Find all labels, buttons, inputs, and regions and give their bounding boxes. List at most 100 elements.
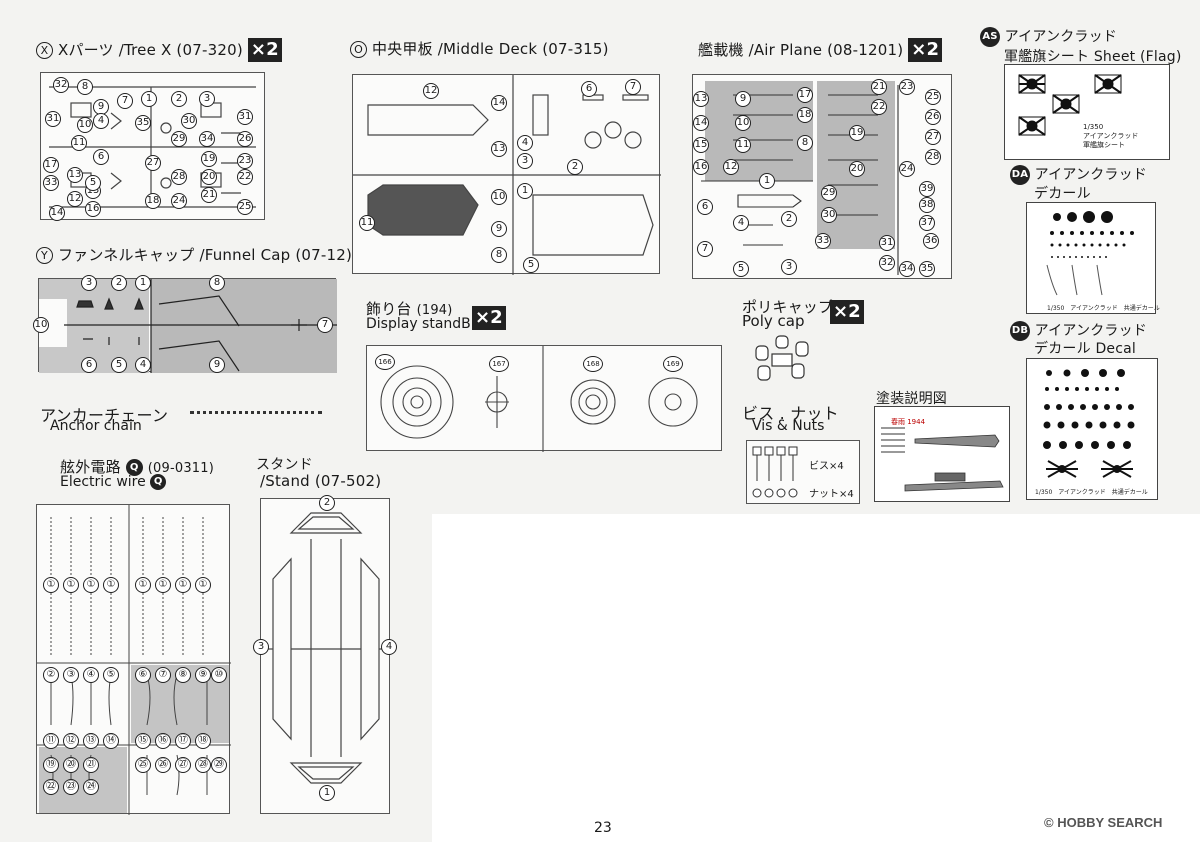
electric-wire-number-14: ⑧ bbox=[175, 667, 191, 683]
middle-deck-number-9: 9 bbox=[491, 221, 507, 237]
electric-wire-number-27: ㉑ bbox=[83, 757, 99, 773]
hobby-search-logo-icon: © bbox=[1044, 815, 1054, 830]
tree-x-number-0: 32 bbox=[53, 77, 69, 93]
tree-x-number-12: 30 bbox=[181, 113, 197, 129]
tree-x-number-8: 1 bbox=[141, 91, 157, 107]
middle-deck-number-1: 14 bbox=[491, 95, 507, 111]
hobby-search-watermark: © HOBBY SEARCH bbox=[1044, 815, 1163, 830]
air-plane-number-7: 12 bbox=[723, 159, 739, 175]
air-plane-number-30: 31 bbox=[879, 235, 895, 251]
middle-deck-number-3: 4 bbox=[517, 135, 533, 151]
rising-sun-flag-1 bbox=[1018, 74, 1046, 94]
middle-deck-heading: O 中央甲板 /Middle Deck (07-315) bbox=[350, 38, 609, 59]
anchor-chain-title: アンカーチェーン bbox=[40, 406, 169, 425]
middle-deck-number-11: 11 bbox=[359, 215, 375, 231]
tree-x-number-16: 26 bbox=[237, 131, 253, 147]
electric-wire-number-8: ② bbox=[43, 667, 59, 683]
tree-x-heading: X Xパーツ /Tree X (07-320) ×2 bbox=[36, 38, 282, 62]
funnel-cap-heading: Y ファンネルキャップ /Funnel Cap (07-12) bbox=[36, 244, 352, 265]
painting-ship-name: 春雨 1944 bbox=[891, 418, 926, 426]
decal-da-title-2: デカール bbox=[1034, 186, 1091, 202]
decal-da-dots bbox=[1046, 211, 1134, 296]
display-stand-label-166: 166 bbox=[375, 354, 395, 370]
painting-title: 塗装説明図 bbox=[876, 391, 947, 407]
air-plane-number-5: 10 bbox=[735, 115, 751, 131]
flag-sheet-title-2: 軍艦旗シート Sheet (Flag) bbox=[1004, 49, 1182, 65]
air-plane-qty-badge: ×2 bbox=[908, 38, 943, 62]
rising-sun-decal-a bbox=[1046, 460, 1078, 478]
electric-wire-number-35: ㉙ bbox=[211, 757, 227, 773]
vis-nuts-title: ビス . ナット bbox=[742, 404, 839, 423]
vis-nuts-screw-qty: ビス×4 bbox=[809, 461, 844, 472]
stand-number-2: 4 bbox=[381, 639, 397, 655]
display-stand-label-168: 168 bbox=[583, 356, 603, 372]
electric-wire-number-1: ① bbox=[63, 577, 79, 593]
electric-wire-number-34: ㉘ bbox=[195, 757, 211, 773]
air-plane-title: 艦載機 /Air Plane (08-1201) bbox=[698, 41, 904, 59]
anchor-chain-drawing bbox=[190, 411, 322, 414]
vis-nuts-sprue: ビス×4 ナット×4 bbox=[746, 440, 860, 504]
funnel-cap-number-6: 6 bbox=[81, 357, 97, 373]
tree-x-number-31: 27 bbox=[145, 155, 161, 171]
air-plane-number-37: 38 bbox=[919, 197, 935, 213]
electric-wire-number-0: ① bbox=[43, 577, 59, 593]
electric-wire-number-24: ⑱ bbox=[195, 733, 211, 749]
poly-cap-qty-badge: ×2 bbox=[830, 300, 864, 324]
flag-sheet-image: 1/350 アイアンクラッド 軍艦旗シート bbox=[1004, 64, 1170, 160]
air-plane-number-18: 19 bbox=[849, 125, 865, 141]
electric-wire-number-25: ⑲ bbox=[43, 757, 59, 773]
air-plane-number-33: 34 bbox=[899, 261, 915, 277]
decal-db-title-2: デカール Decal bbox=[1034, 341, 1137, 357]
tree-x-number-21: 33 bbox=[43, 175, 59, 191]
middle-deck-number-8: 10 bbox=[491, 189, 507, 205]
stand-number-0: 2 bbox=[319, 495, 335, 511]
decal-da-caption: 1/350 アイアンクラッド 共通デカール bbox=[1047, 305, 1160, 312]
tree-x-number-14: 34 bbox=[199, 131, 215, 147]
tree-x-number-22: 12 bbox=[67, 191, 83, 207]
funnel-cap-drawing bbox=[64, 279, 337, 373]
rising-sun-decal-b bbox=[1101, 460, 1133, 478]
air-plane-drawing bbox=[701, 85, 899, 275]
air-plane-number-16: 28 bbox=[925, 149, 941, 165]
electric-wire-number-12: ⑥ bbox=[135, 667, 151, 683]
funnel-cap-number-9: 9 bbox=[209, 357, 225, 373]
middle-deck-title: 中央甲板 /Middle Deck (07-315) bbox=[371, 40, 609, 58]
air-plane-number-11: 22 bbox=[871, 99, 887, 115]
tree-x-number-25: 16 bbox=[85, 201, 101, 217]
flag-sheet-note: 1/350 アイアンクラッド 軍艦旗シート bbox=[1083, 123, 1139, 149]
air-plane-number-4: 9 bbox=[735, 91, 751, 107]
blank-white-area bbox=[432, 514, 1200, 842]
tree-x-number-29: 19 bbox=[201, 151, 217, 167]
vis-nuts-drawing bbox=[752, 446, 798, 498]
electric-wire-number-30: ㉔ bbox=[83, 779, 99, 795]
tree-x-number-34: 18 bbox=[145, 193, 161, 209]
decal-da-image: 1/350 アイアンクラッド 共通デカール bbox=[1026, 202, 1160, 314]
display-stand-title: 飾り台 bbox=[366, 300, 412, 318]
air-plane-number-3: 16 bbox=[693, 159, 709, 175]
tree-x-number-4: 31 bbox=[45, 111, 61, 127]
funnel-cap-gray-right bbox=[151, 279, 337, 373]
vis-nuts-nut-qty: ナット×4 bbox=[809, 489, 854, 500]
air-plane-number-6: 11 bbox=[735, 137, 751, 153]
air-plane-number-34: 35 bbox=[919, 261, 935, 277]
electric-wire-number-19: ⑬ bbox=[83, 733, 99, 749]
tree-x-number-9: 2 bbox=[171, 91, 187, 107]
tree-x-number-28: 5 bbox=[85, 175, 101, 191]
tree-x-number-11: 35 bbox=[135, 115, 151, 131]
funnel-cap-number-2: 1 bbox=[135, 275, 151, 291]
decal-db-heading: DB アイアンクラッド bbox=[1010, 321, 1147, 341]
middle-deck-number-13: 5 bbox=[523, 257, 539, 273]
electric-wire-number-21: ⑮ bbox=[135, 733, 151, 749]
middle-deck-number-12: 1 bbox=[517, 183, 533, 199]
electric-wire-number-6: ① bbox=[175, 577, 191, 593]
air-plane-heading: 艦載機 /Air Plane (08-1201) ×2 bbox=[698, 38, 943, 62]
funnel-cap-number-0: 3 bbox=[81, 275, 97, 291]
tree-x-number-20: 17 bbox=[43, 157, 59, 173]
air-plane-number-10: 21 bbox=[871, 79, 887, 95]
electric-wire-number-17: ⑪ bbox=[43, 733, 59, 749]
air-plane-number-15: 27 bbox=[925, 129, 941, 145]
stand-number-1: 3 bbox=[253, 639, 269, 655]
tree-x-number-23: 13 bbox=[67, 167, 83, 183]
